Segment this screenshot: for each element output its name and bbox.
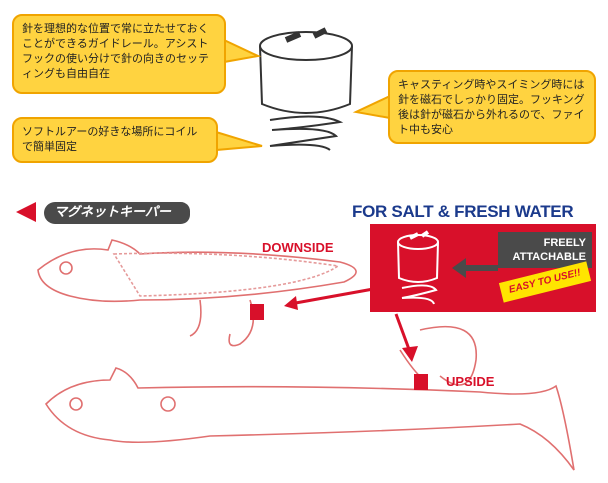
callout-tl-pointer (223, 38, 262, 64)
freely-attachable-tag: FREELY ATTACHABLE (498, 232, 592, 268)
callout-coil-fix-text: ソフトルアーの好きな場所にコイルで簡単固定 (22, 125, 198, 153)
callout-guide-rail: 針を理想的な位置で常に立たせておくことができるガイドレール。アシストフックの使い… (12, 14, 226, 94)
lure-downside (37, 239, 357, 347)
callout-magnet-text: キャスティング時やスイミング時には針を磁石でしっかり固定。フッキング後は針が磁石… (398, 78, 585, 136)
callout-r-pointer (352, 94, 391, 120)
keeper-on-upside (414, 374, 428, 390)
panel-keeper-icon (397, 230, 498, 305)
arrow-to-upside (394, 313, 412, 353)
upside-label: UPSIDE (446, 374, 495, 389)
panel-title: FOR SALT & FRESH WATER (352, 202, 574, 221)
callout-magnet: キャスティング時やスイミング時には針を磁石でしっかり固定。フッキング後は針が磁石… (388, 70, 596, 144)
callout-coil-fix: ソフトルアーの好きな場所にコイルで簡単固定 (12, 117, 218, 163)
keeper-illustration (259, 27, 353, 151)
keeper-on-downside (250, 304, 264, 320)
callout-guide-rail-text: 針を理想的な位置で常に立たせておくことができるガイドレール。アシストフックの使い… (22, 22, 209, 80)
lure-upside (44, 325, 575, 471)
section-label: マグネットキーパー (44, 202, 190, 224)
callout-bl-pointer (215, 130, 263, 152)
downside-label: DOWNSIDE (262, 240, 334, 255)
section-arrow-icon (16, 202, 36, 222)
